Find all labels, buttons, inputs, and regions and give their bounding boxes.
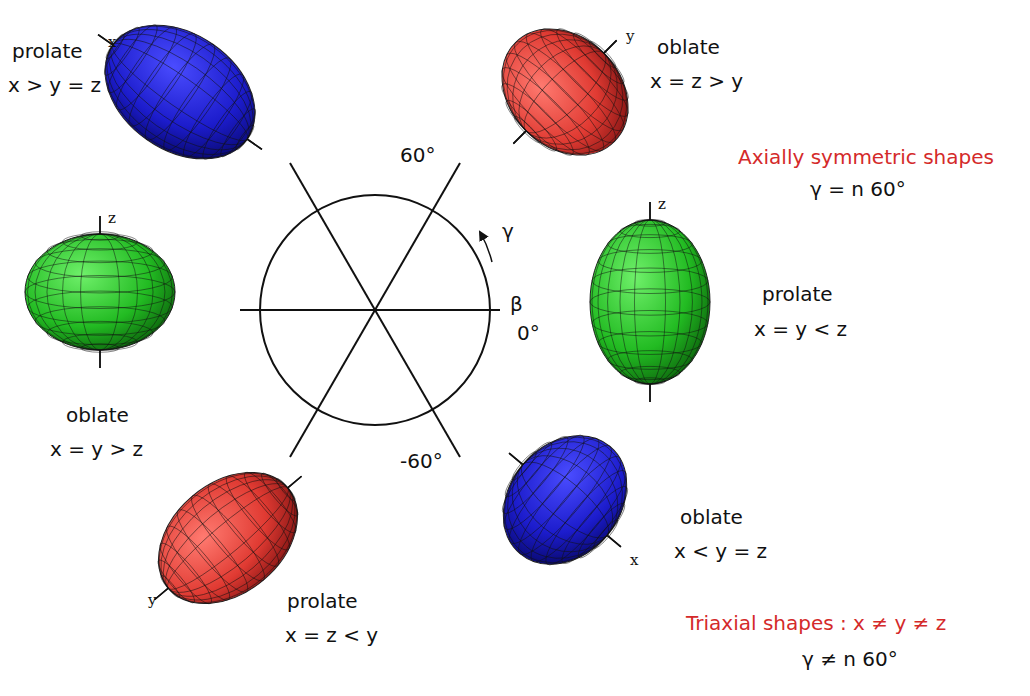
axis-letter: y <box>624 28 636 45</box>
gamma-beta-plane <box>240 163 500 457</box>
note: γ = n 60° <box>808 178 908 201</box>
oblate-ellipsoid <box>464 0 666 193</box>
oblate-ellipsoid <box>464 399 666 600</box>
shape-name: prolate <box>760 283 835 306</box>
shape-name: oblate <box>655 36 722 59</box>
angle-label: 0° <box>515 322 542 345</box>
prolate-ellipsoid <box>65 0 295 197</box>
prolate-ellipsoid <box>590 202 710 402</box>
axis-relation: x = y < z <box>752 318 849 341</box>
angle-label: 60° <box>398 144 437 167</box>
axis-letter: z <box>656 196 668 213</box>
axis-label: γ <box>500 220 516 243</box>
heading-note: Triaxial shapes : x ≠ y ≠ z <box>684 612 948 635</box>
shape-name: prolate <box>285 590 360 613</box>
axis-letter: z <box>106 210 118 227</box>
angle-label: -60° <box>398 450 445 473</box>
axis-relation: x = y > z <box>48 438 145 461</box>
axis-letter: y <box>146 592 158 609</box>
axis-relation: x = z < y <box>283 624 380 647</box>
axis-letter: x <box>628 552 640 569</box>
axis-relation: x > y = z <box>6 74 103 97</box>
shape-name: prolate <box>10 40 85 63</box>
axis-relation: x < y = z <box>672 540 769 563</box>
note: γ ≠ n 60° <box>800 648 900 671</box>
axis-relation: x = z > y <box>648 70 745 93</box>
heading-note: Axially symmetric shapes <box>736 146 996 169</box>
shape-name: oblate <box>678 506 745 529</box>
axis-letter: x <box>106 34 118 51</box>
axis-label: β <box>508 293 525 316</box>
oblate-ellipsoid <box>25 216 175 368</box>
shape-name: oblate <box>64 404 131 427</box>
